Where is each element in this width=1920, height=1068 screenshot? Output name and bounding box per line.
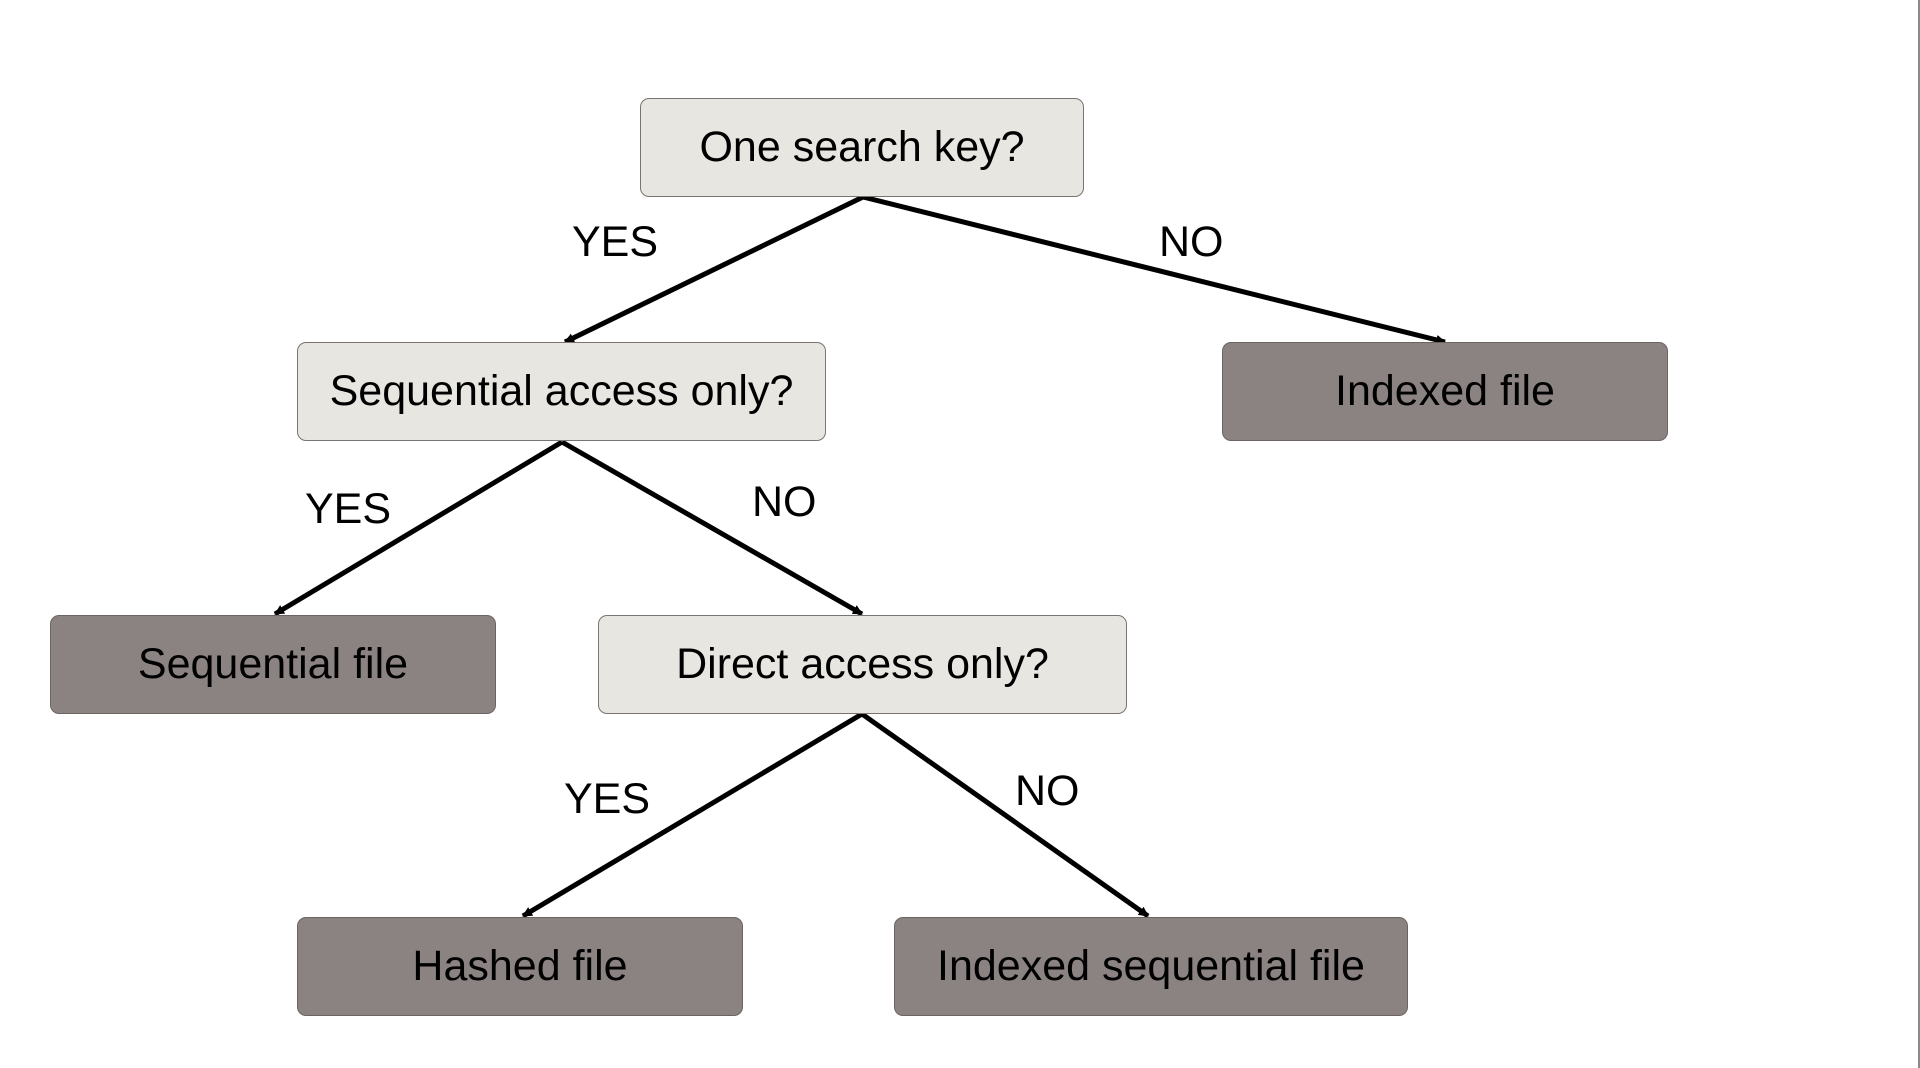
node-hashed-file: Hashed file: [297, 917, 743, 1016]
node-indexed-sequential-file: Indexed sequential file: [894, 917, 1408, 1016]
node-indexed-sequential-file-label: Indexed sequential file: [937, 942, 1365, 990]
node-direct-access-only: Direct access only?: [598, 615, 1127, 714]
node-sequential-access-only-label: Sequential access only?: [329, 367, 794, 415]
node-one-search-key-label: One search key?: [699, 123, 1025, 171]
edge-yes-sequential-access: [273, 439, 564, 617]
node-indexed-file-label: Indexed file: [1335, 367, 1555, 415]
edge-no-direct-access: [860, 711, 1150, 919]
edge-label-yes: YES: [305, 485, 392, 533]
node-sequential-file-label: Sequential file: [137, 640, 409, 688]
edge-label-no: NO: [1159, 218, 1224, 266]
node-hashed-file-label: Hashed file: [412, 942, 628, 990]
node-sequential-access-only: Sequential access only?: [297, 342, 826, 441]
node-one-search-key: One search key?: [640, 98, 1084, 197]
node-indexed-file: Indexed file: [1222, 342, 1668, 441]
edge-yes-one-search-key: [563, 194, 865, 345]
edge-no-sequential-access: [560, 439, 864, 617]
edge-label-yes: YES: [564, 775, 651, 823]
edge-label-no: NO: [1015, 767, 1080, 815]
edge-label-yes: YES: [572, 218, 659, 266]
node-sequential-file: Sequential file: [50, 615, 496, 714]
node-direct-access-only-label: Direct access only?: [676, 640, 1049, 688]
edge-yes-direct-access: [521, 711, 864, 919]
edge-label-no: NO: [752, 478, 817, 526]
edge-no-one-search-key: [862, 194, 1446, 345]
slide-edge-divider: [1918, 0, 1920, 1068]
